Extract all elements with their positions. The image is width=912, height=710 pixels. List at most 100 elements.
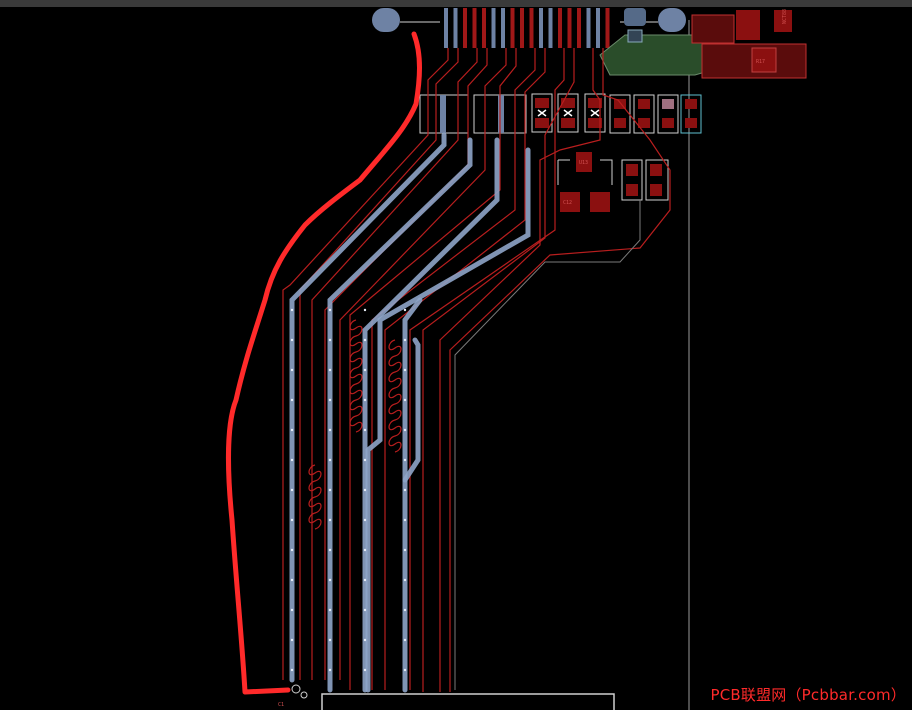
via-dot[interactable]: [403, 428, 407, 432]
pad[interactable]: [685, 118, 697, 128]
via-dot[interactable]: [328, 398, 332, 402]
blue-trace[interactable]: [327, 137, 473, 693]
via-dot[interactable]: [328, 428, 332, 432]
via-dot[interactable]: [363, 338, 367, 342]
via-dot[interactable]: [363, 668, 367, 672]
via-dot[interactable]: [363, 608, 367, 612]
via-dot[interactable]: [328, 368, 332, 372]
via-dot[interactable]: [328, 338, 332, 342]
bottom-connector[interactable]: [321, 693, 615, 710]
pad[interactable]: [638, 99, 650, 109]
top-connector-pads[interactable]: [372, 8, 686, 32]
component-outline[interactable]: [609, 94, 631, 134]
via-dot[interactable]: [403, 488, 407, 492]
connector-pin[interactable]: [567, 8, 572, 48]
via-dot[interactable]: [403, 548, 407, 552]
serpentine-trace[interactable]: [308, 464, 322, 530]
red-trace[interactable]: [449, 48, 671, 692]
via-dot[interactable]: [363, 488, 367, 492]
pad[interactable]: [440, 95, 446, 133]
connector-pin[interactable]: [558, 8, 562, 48]
via-dot[interactable]: [328, 308, 332, 312]
via-dot[interactable]: [290, 578, 294, 582]
via-dot[interactable]: [328, 518, 332, 522]
via-dot[interactable]: [403, 338, 407, 342]
ic-u13[interactable]: U13 C12: [557, 152, 669, 212]
via-dot[interactable]: [363, 548, 367, 552]
pad[interactable]: [498, 95, 504, 133]
connector-pin[interactable]: [539, 8, 543, 48]
red-trace[interactable]: [422, 48, 575, 692]
via-cluster[interactable]: C1: [278, 684, 308, 708]
via-dot[interactable]: [363, 428, 367, 432]
connector-pin[interactable]: [501, 8, 505, 48]
connector-pin[interactable]: [482, 8, 486, 48]
via-dot[interactable]: [328, 488, 332, 492]
via-dot[interactable]: [328, 578, 332, 582]
connector-pin[interactable]: [453, 8, 458, 48]
connector-pin[interactable]: [444, 8, 448, 48]
red-trace[interactable]: [311, 48, 478, 680]
pad[interactable]: [535, 98, 549, 108]
red-trace[interactable]: [384, 48, 546, 690]
via-dot[interactable]: [363, 638, 367, 642]
via-dot[interactable]: [290, 428, 294, 432]
red-trace[interactable]: [409, 48, 565, 690]
component-outline[interactable]: [531, 93, 553, 133]
pad[interactable]: [535, 118, 549, 128]
via-dot[interactable]: [403, 398, 407, 402]
via-dot[interactable]: [403, 638, 407, 642]
connector-pin[interactable]: [548, 8, 553, 48]
red-trace[interactable]: [439, 48, 601, 692]
via-dot[interactable]: [290, 638, 294, 642]
connector-pin[interactable]: [529, 8, 534, 48]
component-outline[interactable]: [584, 93, 606, 133]
via-dot[interactable]: [403, 458, 407, 462]
via-dot[interactable]: [363, 368, 367, 372]
via-dot[interactable]: [290, 518, 294, 522]
via-dot[interactable]: [290, 488, 294, 492]
pad[interactable]: [662, 99, 674, 109]
via-dot[interactable]: [328, 668, 332, 672]
pad[interactable]: [614, 99, 626, 109]
length-tuning-serpentines[interactable]: [308, 319, 402, 530]
via-dot[interactable]: [363, 308, 367, 312]
connector-pin[interactable]: [463, 8, 467, 48]
serpentine-trace[interactable]: [388, 339, 402, 453]
via-dot[interactable]: [290, 308, 294, 312]
upper-right-components[interactable]: NCT88 R17: [624, 8, 807, 79]
pad[interactable]: [588, 118, 602, 128]
via-dot[interactable]: [328, 548, 332, 552]
via-dot[interactable]: [363, 458, 367, 462]
via-dot[interactable]: [290, 548, 294, 552]
connector-pin[interactable]: [520, 8, 524, 48]
pad[interactable]: [614, 118, 626, 128]
red-signal-traces[interactable]: [282, 48, 671, 692]
via-dot[interactable]: [403, 518, 407, 522]
via-dot[interactable]: [363, 518, 367, 522]
via-dot[interactable]: [363, 398, 367, 402]
red-trace[interactable]: [371, 48, 536, 690]
via-dot[interactable]: [290, 668, 294, 672]
connector-pin[interactable]: [472, 8, 477, 48]
via-dot[interactable]: [363, 578, 367, 582]
connector-pin[interactable]: [605, 8, 610, 48]
blue-trace[interactable]: [362, 137, 500, 693]
serpentine-trace[interactable]: [349, 319, 363, 433]
red-trace[interactable]: [324, 48, 488, 680]
component-outline[interactable]: [657, 94, 679, 134]
via-dot[interactable]: [290, 368, 294, 372]
pad[interactable]: [662, 118, 674, 128]
via-dot[interactable]: [328, 638, 332, 642]
pad-marker[interactable]: [563, 109, 573, 117]
via-dot[interactable]: [328, 608, 332, 612]
via-dot[interactable]: [290, 338, 294, 342]
top-connector-pins[interactable]: [444, 8, 610, 48]
via-dot[interactable]: [290, 608, 294, 612]
passive-component-row[interactable]: [419, 93, 702, 134]
red-trace[interactable]: [282, 48, 449, 680]
pad-marker[interactable]: [537, 109, 547, 117]
pad[interactable]: [588, 98, 602, 108]
red-trace[interactable]: [339, 48, 507, 680]
connector-pin[interactable]: [577, 8, 581, 48]
